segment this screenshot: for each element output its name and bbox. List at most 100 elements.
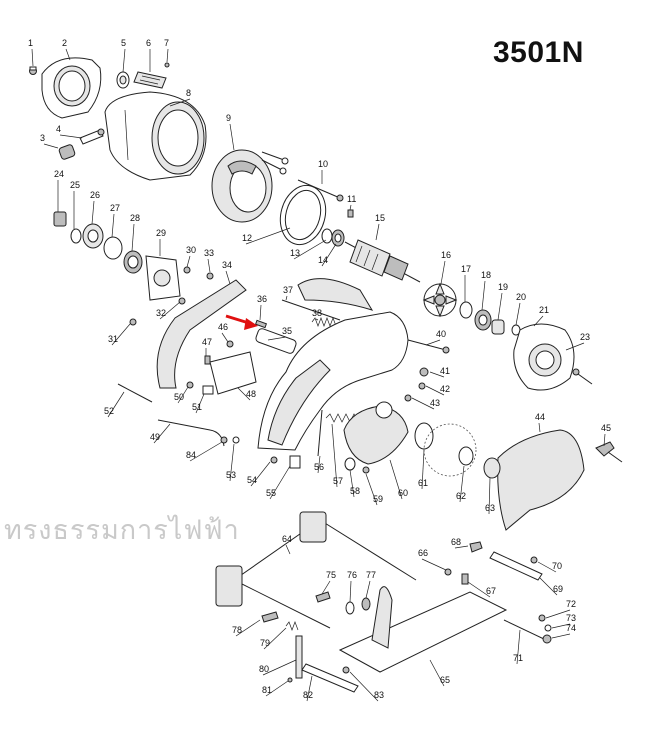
leader-line-1: [31, 48, 34, 67]
part-33-screw: [206, 272, 214, 280]
part-number-label: 48: [246, 389, 256, 399]
part-number-label: 71: [513, 653, 523, 663]
part-number-label: 64: [282, 534, 292, 544]
part-number-label: 52: [104, 406, 114, 416]
part-58-collar: [344, 457, 356, 471]
part-44-blade-guard: [497, 429, 585, 531]
watermark-text: ทรงธรรมการไฟฟ้า: [4, 515, 240, 546]
part-main-housing: [257, 311, 409, 451]
part-59-screw: [362, 466, 370, 474]
part-number-label: 66: [418, 548, 428, 558]
part-number-label: 4: [56, 124, 61, 134]
part-31-screw: [129, 318, 137, 326]
part-number-label: 75: [326, 570, 336, 580]
leader-line-37: [285, 295, 288, 301]
leader-line-21: [533, 315, 544, 327]
part-number-label: 72: [566, 599, 576, 609]
part-60-lower-guard: [343, 401, 409, 465]
part-25-washer: [70, 228, 82, 244]
leader-line-8: [169, 98, 191, 107]
part-12-baffle-plate: [279, 184, 327, 246]
part-number-label: 12: [242, 233, 252, 243]
leader-line-55: [269, 465, 291, 500]
leader-line-69: [539, 577, 558, 596]
part-number-label: 30: [186, 245, 196, 255]
part-13-insulation-washer: [321, 228, 333, 244]
parts-drawing: [29, 57, 623, 693]
part-number-label: 37: [283, 285, 293, 295]
part-number-label: 32: [156, 308, 166, 318]
part-number-label: 28: [130, 213, 140, 223]
part-number-label: 20: [516, 292, 526, 302]
part-10-screw: [297, 179, 344, 202]
part-number-label: 36: [257, 294, 267, 304]
part-28-bearing: [123, 250, 143, 274]
part-67-spring: [461, 573, 469, 585]
part-number-label: 3: [40, 133, 45, 143]
part-number-label: 7: [164, 38, 169, 48]
part-45-wing-bolt: [595, 441, 623, 463]
leader-line-15: [375, 223, 380, 241]
leader-line-16: [440, 260, 446, 285]
part-number-label: 11: [347, 194, 356, 204]
part-number-label: 23: [580, 332, 590, 342]
part-1-screw: [29, 66, 37, 75]
part-number-label: 21: [539, 305, 549, 315]
leader-line-80: [262, 659, 297, 676]
part-number-label: 63: [485, 503, 495, 513]
part-number-label: 67: [486, 586, 496, 596]
part-number-label: 62: [456, 491, 466, 501]
part-number-label: 76: [347, 570, 357, 580]
leader-line-34: [225, 270, 231, 285]
part-handle: [297, 278, 374, 311]
part-21-gear-housing: [513, 323, 575, 391]
part-65-base: [338, 586, 508, 673]
part-number-label: 83: [374, 690, 384, 700]
leader-line-12: [245, 227, 291, 245]
part-38-spring: [311, 317, 337, 327]
leader-line-77: [365, 580, 371, 599]
part-number-label: 6: [146, 38, 151, 48]
part-16-fan: [422, 282, 458, 318]
part-number-label: 29: [156, 228, 166, 238]
leader-line-59: [365, 473, 378, 506]
part-76-washer: [345, 601, 355, 615]
part-66-screw: [444, 568, 452, 576]
leader-line-44: [538, 422, 541, 433]
part-number-label: 79: [260, 638, 270, 648]
part-35-spindle: [255, 328, 297, 354]
leader-line-48: [237, 387, 251, 401]
part-83-bolt: [342, 666, 350, 674]
part-number-label: 73: [566, 613, 576, 623]
part-number-label: 78: [232, 625, 242, 635]
leader-line-28: [131, 223, 135, 252]
part-number-label: 49: [150, 432, 160, 442]
part-number-label: 61: [418, 478, 428, 488]
part-77-nut: [361, 597, 371, 611]
part-4-carbon-brush: [79, 128, 105, 145]
part-48-switch-lever: [209, 351, 257, 395]
leader-line-62: [459, 465, 465, 503]
leader-line-30: [186, 255, 191, 268]
leader-line-75: [321, 580, 331, 595]
part-number-label: 35: [282, 326, 292, 336]
leader-line-79: [263, 627, 287, 650]
part-number-label: 57: [333, 476, 343, 486]
part-number-label: 16: [441, 250, 451, 260]
leader-line-60: [389, 459, 403, 500]
part-number-label: 55: [266, 488, 276, 498]
leader-line-41: [429, 371, 445, 378]
leader-line-81: [265, 680, 289, 697]
part-80-scale: [295, 635, 303, 679]
part-number-label: 41: [440, 366, 450, 376]
part-81-screw: [287, 677, 293, 683]
part-72-bolt: [538, 614, 546, 622]
part-number-label: 70: [552, 561, 562, 571]
part-number-label: 5: [121, 38, 126, 48]
part-number-label: 34: [222, 260, 232, 270]
part-79-spring: [285, 621, 299, 631]
part-number-label: 38: [312, 308, 322, 318]
part-number-label: 56: [314, 462, 324, 472]
leader-line-27: [111, 213, 115, 238]
pointer-arrow-icon: [225, 314, 258, 330]
